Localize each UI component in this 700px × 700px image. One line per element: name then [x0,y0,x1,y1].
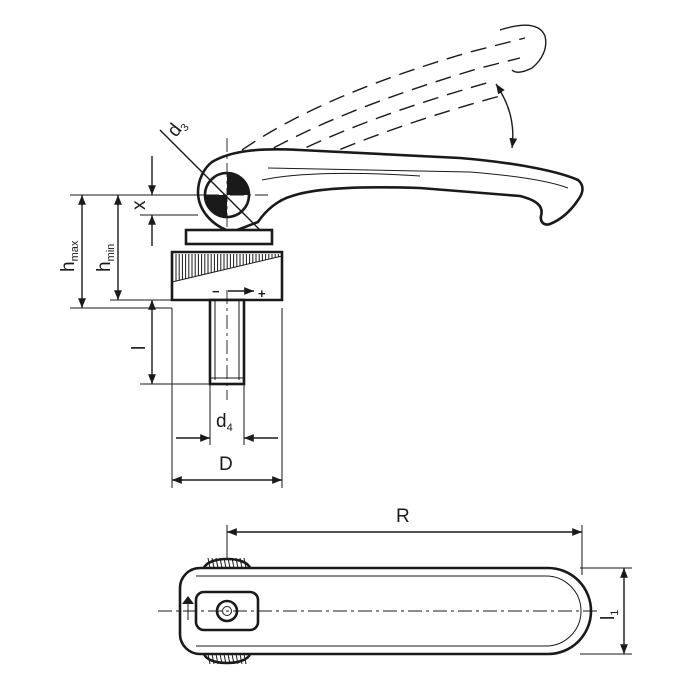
minus-symbol: − [212,284,220,299]
threaded-stud [208,290,246,400]
knurl-tooth [219,653,223,665]
knurl-tooth [207,653,211,665]
knurl-tooth [243,653,247,665]
knurl-tooth [227,653,231,665]
knurl-tooth [235,653,239,665]
knurl-tooth [239,653,243,665]
knurl-tooth [223,653,227,665]
knurled-wheel-edges [202,557,252,665]
knurl-tooth [235,557,239,569]
knurl-tooth [207,557,211,569]
side-arrow-icon [182,596,194,604]
knurl-tooth [239,557,243,569]
knurl-tooth [211,557,215,569]
lever-arm [196,148,584,234]
rotation-arrow [495,83,518,149]
hmax-label: hmax [58,240,81,272]
l1-label: l1 [598,610,621,620]
hmin-label: hmin [94,244,117,272]
x-label: x [129,200,150,210]
knurled-adjusting-nut: − + [170,228,284,302]
knurl-tooth [231,557,235,569]
knurl-tooth [215,557,219,569]
knurl-tooth [223,557,227,569]
knurl-tooth [219,557,223,569]
knurl-tooth [231,653,235,665]
d3-dimension-line [159,129,271,241]
knurl-tooth [227,557,231,569]
knurl-tooth [215,653,219,665]
R-label: R [396,506,410,527]
D-label: D [219,454,233,475]
d4-label: d4 [216,411,233,434]
knurl-tooth [243,557,247,569]
plus-symbol: + [258,286,266,301]
l-label: l [129,346,150,350]
cam-center-mark [227,173,249,195]
top-view: R l1 [158,506,632,665]
knurl-tooth [211,653,215,665]
side-view: d3 − + x [58,24,584,488]
